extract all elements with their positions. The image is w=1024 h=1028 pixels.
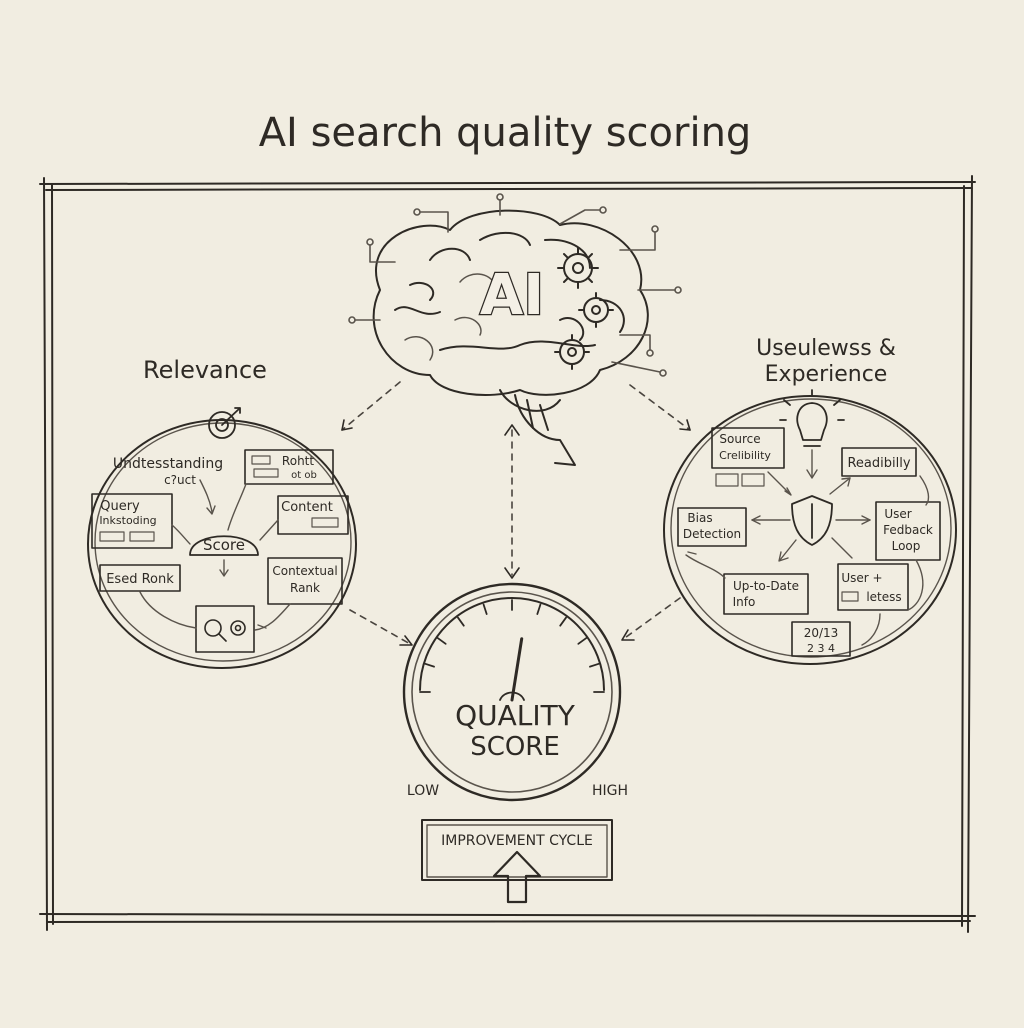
gauge-low-label: LOW — [407, 783, 439, 799]
gear-icon — [554, 334, 590, 370]
brain-icon: AI — [348, 193, 682, 466]
gauge-high-label: HIGH — [592, 783, 628, 799]
connector-arrows — [341, 381, 691, 646]
outer-frame — [39, 175, 976, 933]
shield-icon — [791, 495, 833, 546]
target-icon — [208, 407, 241, 439]
source-sublabel: Crelibility — [719, 449, 771, 462]
brain-label: AI — [480, 263, 544, 328]
gauge-tick — [457, 616, 465, 627]
query-label: Query — [100, 499, 140, 514]
feedback-sublabel-2: Loop — [892, 539, 921, 553]
esed-rank-label: Esed Ronk — [106, 572, 174, 587]
quality-gauge: QUALITY SCORE — [402, 582, 622, 802]
score-label: Score — [203, 536, 245, 554]
improvement-cycle-box: IMPROVEMENT CYCLE — [421, 819, 613, 881]
rohtt-sublabel: ot ob — [291, 470, 317, 481]
readability-label: Readibilly — [847, 456, 910, 471]
gauge-tick — [559, 616, 567, 627]
content-label: Content — [281, 500, 333, 515]
query-box: Query Inkstoding — [91, 493, 173, 549]
usefulness-heading: Useulewss & — [756, 336, 896, 361]
gauge-tick — [482, 603, 488, 615]
gear-icon — [578, 292, 614, 328]
gauge-needle — [510, 637, 524, 702]
date-label: 20/13 — [804, 626, 839, 640]
gauge-tick — [436, 637, 447, 645]
understanding-label: Undtesstanding — [113, 456, 223, 472]
relevance-heading: Relevance — [143, 356, 267, 384]
feedback-label: User — [884, 507, 911, 521]
feedback-sublabel: Fedback — [883, 523, 933, 537]
usefulness-heading-line2: Experience — [765, 362, 888, 387]
bias-detection-box: Bias Detection — [677, 507, 747, 547]
gauge-tick — [589, 662, 601, 668]
gear-icon — [557, 247, 599, 289]
contextual-label: Contextual — [272, 564, 337, 578]
improvement-label: IMPROVEMENT CYCLE — [441, 833, 593, 849]
gauge-tick — [423, 662, 435, 668]
bias-label: Bias — [687, 511, 712, 525]
up-arrow-icon — [492, 850, 542, 904]
rohtt-box: Rohtt ot ob — [244, 449, 334, 485]
diagram-title: AI search quality scoring — [259, 110, 752, 156]
content-box: Content — [277, 495, 349, 535]
source-label: Source — [719, 432, 760, 446]
uptodate-sublabel: Info — [733, 595, 756, 609]
search-gear-icon — [195, 605, 255, 653]
contextual-rank-box: Contextual Rank — [267, 557, 343, 605]
usefulness-circle: Source Crelibility Readibilly Bias Detec… — [663, 389, 957, 665]
user-feedback-box: User Fedback Loop — [875, 501, 941, 561]
gauge-title: QUALITY — [455, 699, 576, 732]
readability-box: Readibilly — [841, 447, 917, 477]
rohtt-label: Rohtt — [282, 454, 314, 468]
relevance-circle: Undtesstanding c?uct Rohtt ot ob Query I… — [87, 407, 357, 669]
source-credibility-box: Source Crelibility — [711, 427, 785, 487]
user-sublabel: letess — [866, 590, 901, 604]
uptodate-label: Up-to-Date — [733, 579, 799, 593]
calendar-box: 20/13 2 3 4 — [791, 621, 851, 657]
date-sublabel: 2 3 4 — [807, 642, 835, 655]
score-node: Score — [189, 535, 259, 556]
gauge-tick — [577, 637, 588, 645]
user-box: User + letess — [837, 563, 909, 611]
up-to-date-box: Up-to-Date Info — [723, 573, 809, 615]
user-label: User + — [841, 571, 882, 585]
lightbulb-icon — [779, 389, 845, 447]
understanding-sublabel: c?uct — [164, 473, 196, 487]
gauge-title-line2: SCORE — [470, 732, 560, 762]
query-sublabel: Inkstoding — [99, 514, 156, 527]
esed-rank-box: Esed Ronk — [99, 564, 181, 592]
bias-sublabel: Detection — [683, 527, 741, 541]
gauge-tick — [536, 603, 542, 615]
contextual-sublabel: Rank — [290, 581, 320, 595]
